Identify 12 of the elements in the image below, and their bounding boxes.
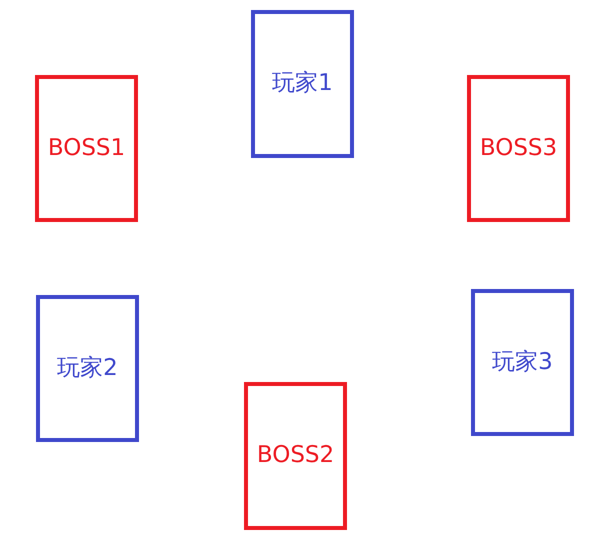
box-label: 玩家1 <box>272 70 333 98</box>
player-box <box>471 289 574 436</box>
boss-box <box>244 382 347 530</box>
box-label: BOSS3 <box>480 134 558 162</box>
box-label: 玩家3 <box>492 348 553 376</box>
player-box <box>36 295 139 442</box>
boss-box <box>35 75 138 222</box>
player-box <box>251 10 354 158</box>
box-label: 玩家2 <box>57 354 118 382</box>
boss-box <box>467 75 570 222</box>
box-label: BOSS1 <box>48 134 126 162</box>
box-label: BOSS2 <box>256 442 334 470</box>
